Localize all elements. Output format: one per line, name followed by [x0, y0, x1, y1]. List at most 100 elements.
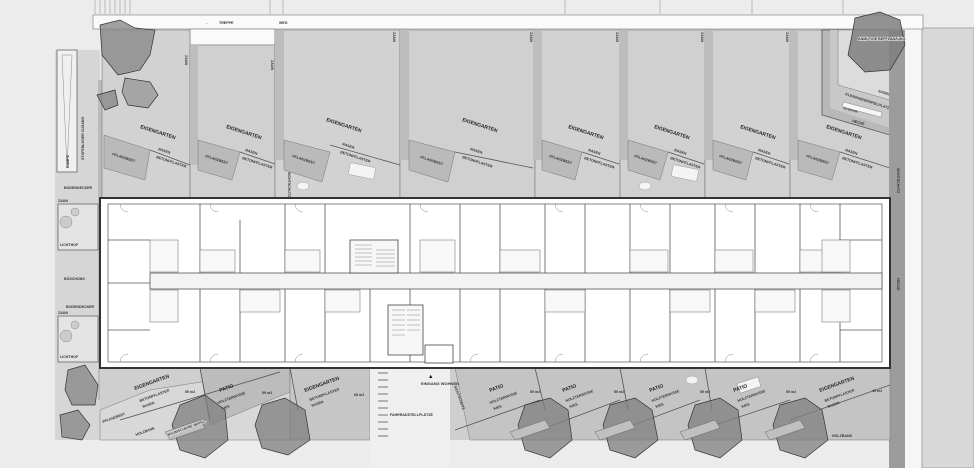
gravel-label: KIES: [569, 402, 579, 409]
fence-strip: [275, 30, 284, 160]
right-walkway: [905, 28, 921, 468]
sandpit-label: SANDSPIEL: [878, 89, 900, 99]
corridor: [149, 272, 883, 290]
lightwell-plant: [59, 329, 73, 343]
fence-label: ZAUN: [392, 32, 396, 42]
area-label: 49 m2: [872, 389, 882, 393]
bench-label: SITZBANK: [843, 106, 859, 114]
label-access-1: STUFENLOSER ZUGANG: [81, 116, 85, 160]
tree-icon: [847, 11, 906, 73]
tree-icon: [121, 77, 159, 109]
doors: [119, 203, 819, 363]
tree-icon: [64, 364, 99, 406]
label-fence-2: ZAUN: [58, 311, 68, 315]
fence-label: ZAUN: [184, 55, 188, 65]
gravel-label: KIES: [221, 404, 231, 411]
gravel-label: KIES: [493, 404, 503, 411]
planting-bed: [541, 139, 583, 181]
bed-label: PFLANZBEET: [112, 152, 137, 163]
tree-discs: [164, 419, 806, 441]
label-lightwell-1: LICHTHOF: [60, 243, 79, 247]
bed-label: PFLANZBEET: [634, 154, 659, 165]
privacy-screen-label: SICHTSCHUTZ: [896, 168, 900, 194]
tree-icon: [254, 397, 311, 456]
lawn-label: RASEN: [827, 401, 841, 409]
lawn-label: RASEN: [588, 148, 602, 156]
fence-label: ZAUN: [700, 32, 704, 42]
fence-label: ZAUN: [785, 32, 789, 42]
planting-bed: [103, 134, 151, 181]
lawn-label: RASEN: [142, 401, 156, 409]
label-ramp: RAMPE: [66, 154, 70, 168]
lawn-label: RASEN: [674, 148, 688, 156]
stairwell-south: [387, 304, 454, 364]
bed-label: PFLANZBEET: [205, 154, 230, 165]
bed-label: PFLANZBEET: [292, 154, 317, 165]
chair-icon: [685, 375, 699, 385]
tree-icon: [99, 19, 156, 76]
area-label: 59 m2: [530, 390, 540, 394]
label-stairs: TREPPE: [219, 21, 234, 25]
lawn-label: RASEN: [758, 148, 772, 156]
chair-icon: [638, 181, 652, 191]
planting-bed: [712, 139, 754, 181]
fence-strip: [704, 30, 713, 160]
stairwell-north: [349, 239, 399, 274]
top-path-step: [189, 28, 276, 46]
ramp-arrow: [61, 54, 73, 169]
fence-label: ZAUN: [270, 60, 274, 70]
top-path: [92, 14, 924, 30]
ramp: [56, 49, 78, 173]
bench-label: HOLZBANK: [135, 426, 156, 437]
label-groundcover-2: BODENDECKER: [66, 305, 95, 309]
right-privacy-strip: [889, 30, 905, 468]
top-gardens: [101, 29, 891, 199]
entrance-label: EINGANG WOHNEN: [421, 381, 459, 386]
label-slope: BÖSCHUNG: [64, 276, 85, 281]
lawn-label: RASEN: [245, 148, 259, 156]
bed-label: PFLANZBEET: [420, 155, 445, 166]
tree-icon: [96, 89, 119, 111]
gravel-label: KIES: [741, 402, 751, 409]
patio-label: PATIO: [489, 383, 505, 394]
table-icon: [736, 376, 762, 394]
planting-bed: [797, 139, 841, 181]
area-label: 68 m2: [354, 393, 364, 397]
patio-label: PATIO: [649, 383, 665, 394]
lawn-label: RASEN: [342, 142, 356, 150]
planting-bed: [627, 139, 669, 181]
hedge-label: HECKE: [852, 119, 866, 126]
building-floor-plan: [99, 197, 891, 369]
bike-parking-area: [370, 368, 450, 468]
planting-bed: [283, 139, 331, 183]
tree-icon: [59, 409, 91, 441]
fence-label: ZAUN: [529, 32, 533, 42]
planting-bed: [197, 139, 241, 181]
fence-strip: [619, 30, 628, 160]
bed-label: PFLANZBEET: [806, 154, 831, 165]
gravel-label: KIES: [655, 402, 665, 409]
arrow-left-icon: ←: [205, 21, 209, 25]
triangle-up-icon: ▲: [428, 374, 433, 380]
label-groundcover-1: BODENDECKER: [64, 186, 93, 190]
fence-label: ZAUN: [615, 32, 619, 42]
fence-strip: [533, 30, 542, 160]
garden-5: [534, 29, 621, 199]
lightwell-plant: [59, 215, 73, 229]
patio-label: PATIO: [562, 383, 578, 394]
bench: [841, 101, 883, 118]
area-label: 59 m2: [262, 391, 272, 395]
planting-label: ANMUTIGE BEPFLANZUNG: [858, 37, 906, 41]
patio-label: PATIO: [733, 383, 749, 394]
fence-strip: [789, 30, 798, 160]
bike-parking-label: FAHRRADSTELLPLÄTZE: [390, 413, 434, 417]
bike-stands: [378, 372, 388, 437]
label-lightwell-2: LICHTHOF: [60, 355, 79, 359]
bathrooms: [149, 239, 851, 323]
area-label: 59 m2: [614, 390, 624, 394]
planting-bed: [408, 139, 456, 183]
label-fence-1: ZAUN: [58, 199, 68, 203]
area-label: 59 m2: [786, 390, 796, 394]
lawn-label: RASEN: [311, 400, 325, 408]
area-label: 59 m2: [700, 390, 710, 394]
